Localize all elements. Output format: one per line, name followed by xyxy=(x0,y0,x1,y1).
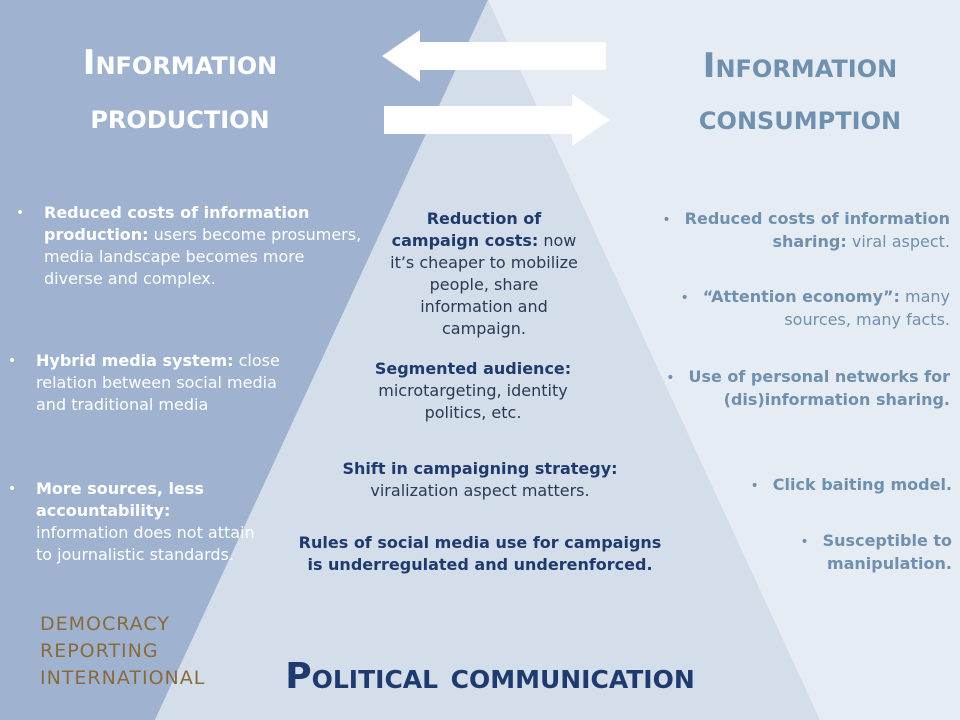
title-political-communication: Political communication xyxy=(285,656,695,697)
left-item-2: •Hybrid media system: close relation bet… xyxy=(8,351,280,414)
bullet-icon: • xyxy=(680,290,689,306)
right-item-2: •“Attention economy”: many sources, many… xyxy=(680,287,950,329)
title-information-production: Information production xyxy=(82,43,278,137)
right-item-5: •Susceptible to manipulation. xyxy=(800,531,952,573)
arrow-right-icon xyxy=(384,94,610,146)
title-information-consumption: Information consumption xyxy=(698,46,902,138)
right-item-3: •Use of personal networks for (dis)infor… xyxy=(666,367,950,409)
left-item-1: •Reduced costs of information production… xyxy=(16,203,362,288)
bullet-icon: • xyxy=(8,353,17,369)
center-item-4: Rules of social media use for campaigns … xyxy=(298,533,662,574)
bullet-icon: • xyxy=(16,205,25,221)
left-item-3: •More sources, less accountability: info… xyxy=(8,479,255,564)
bullet-icon: • xyxy=(8,481,17,497)
bullet-icon: • xyxy=(750,478,759,494)
right-item-4: •Click baiting model. xyxy=(750,475,952,494)
production-panel xyxy=(0,0,488,720)
arrow-left-icon xyxy=(382,30,606,82)
right-item-1: •Reduced costs of information sharing: v… xyxy=(662,209,950,251)
bullet-icon: • xyxy=(666,370,675,386)
bullet-icon: • xyxy=(800,534,809,550)
bullet-icon: • xyxy=(662,212,671,228)
center-item-1: Reduction of campaign costs: now it’s ch… xyxy=(390,209,578,338)
center-item-2: Segmented audience: microtargeting, iden… xyxy=(374,359,572,422)
pyramid xyxy=(155,0,820,720)
dri-logo: DEMOCRACY REPORTING INTERNATIONAL xyxy=(40,613,206,689)
center-item-3: Shift in campaigning strategy: viralizat… xyxy=(342,459,618,500)
